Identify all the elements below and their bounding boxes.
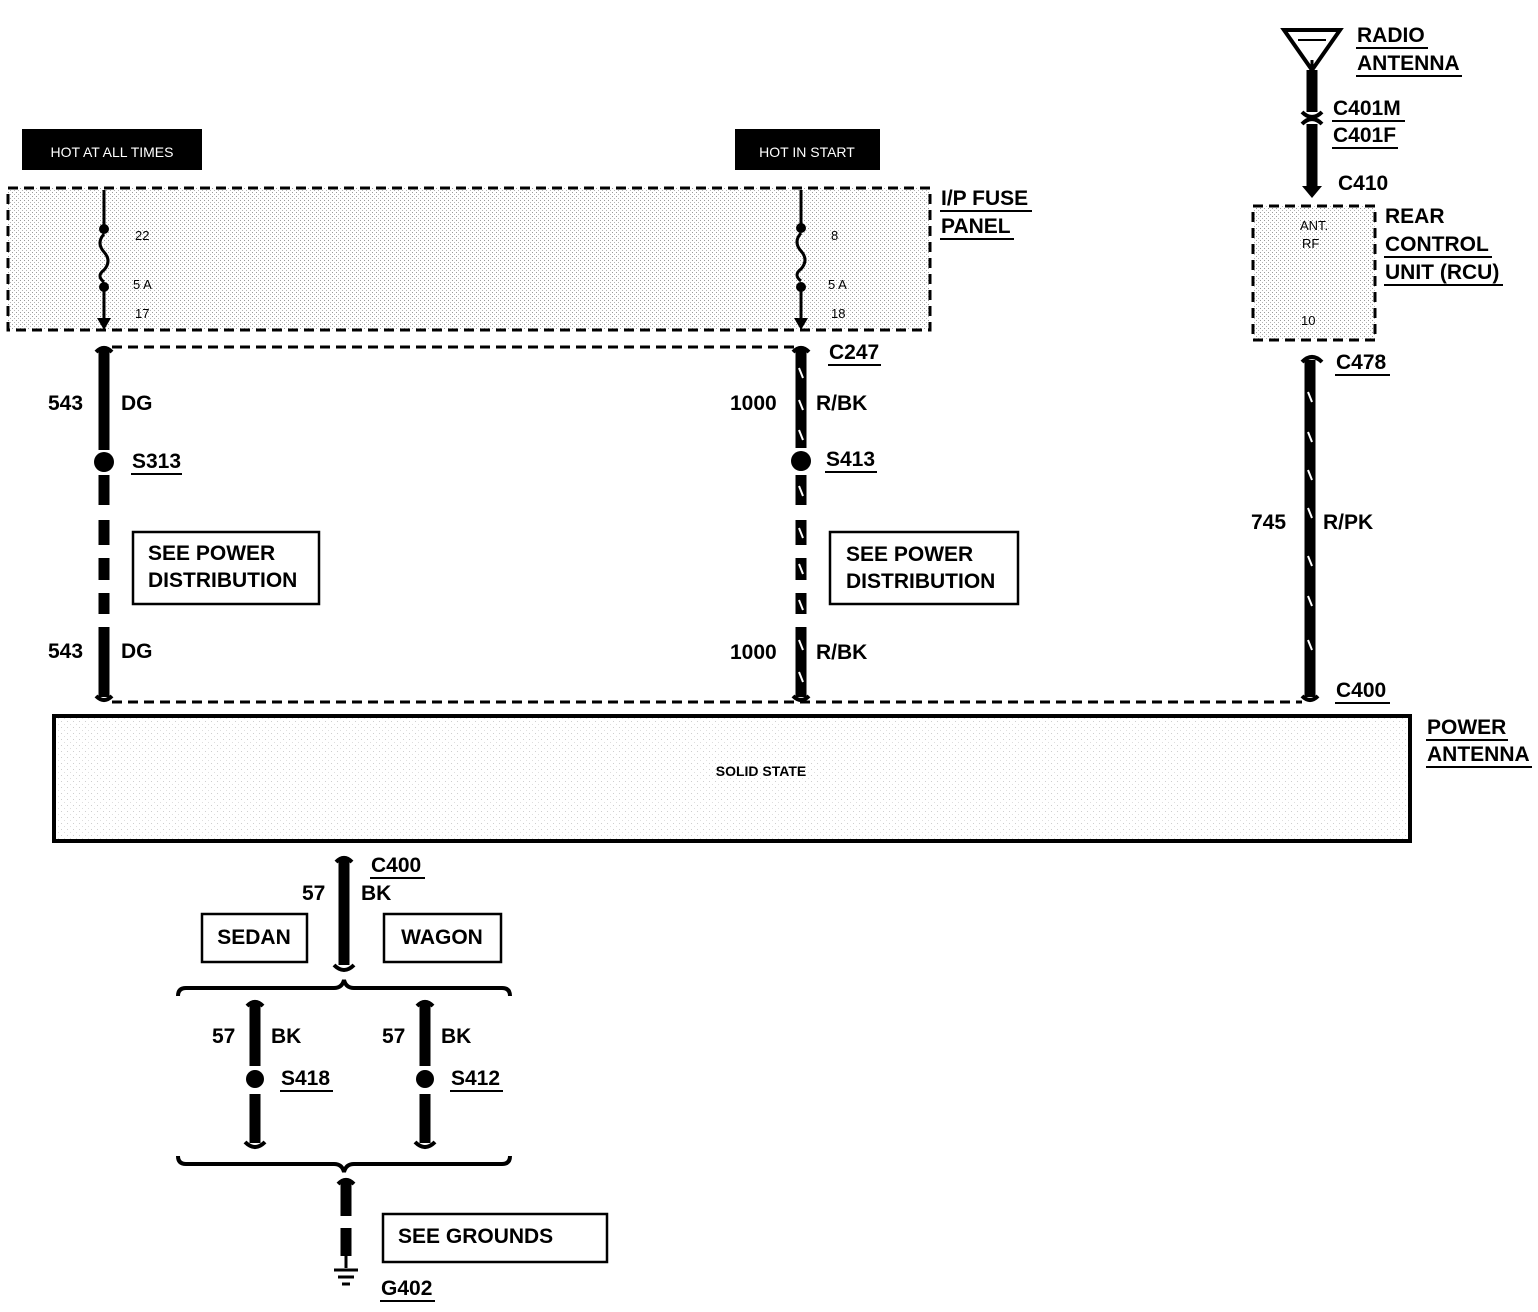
wire-1000-circuit-bottom: 1000	[730, 641, 777, 664]
splice-s313: S313	[132, 450, 181, 473]
splice-s412: S412	[451, 1067, 500, 1090]
rcu-name-line3: UNIT (RCU)	[1385, 261, 1499, 284]
option-brace-top	[176, 979, 512, 997]
connector-c400-top: C400	[1336, 679, 1386, 702]
rcu-name-line2: CONTROL	[1385, 233, 1489, 256]
fuse-8-number: 8	[831, 228, 838, 243]
rcu-pin-name-rf: RF	[1302, 236, 1319, 251]
wire-745-circuit: 745	[1251, 511, 1286, 534]
rcu-pin-name-ant: ANT.	[1300, 218, 1328, 233]
fuse-22-icon	[98, 233, 110, 284]
connector-c401m: C401M	[1333, 97, 1401, 120]
option-sedan-label: SEDAN	[217, 926, 291, 949]
wire-57-bk-main	[332, 856, 356, 972]
radio-antenna-line2: ANTENNA	[1357, 52, 1460, 75]
radio-antenna-line1: RADIO	[1357, 24, 1425, 47]
rcu-name-line1: REAR	[1385, 205, 1445, 228]
wire-1000-color-bottom: R/BK	[816, 641, 867, 664]
wire-1000-color-top: R/BK	[816, 392, 867, 415]
fuse-22-rating: 5 A	[133, 277, 152, 292]
fuse-8-pin: 18	[831, 306, 845, 321]
ground-symbol-icon	[334, 1268, 358, 1286]
wire-543-color-bottom: DG	[121, 640, 153, 663]
c401m-connector-icon	[1300, 110, 1324, 119]
rcu-pin-10: 10	[1301, 313, 1315, 328]
wire-57-circuit-main: 57	[302, 882, 325, 905]
connector-c400-bottom: C400	[371, 854, 421, 877]
option-brace-bottom	[176, 1155, 512, 1173]
see-grounds-label: SEE GROUNDS	[398, 1225, 553, 1248]
see-power-left-line2: DISTRIBUTION	[148, 569, 297, 592]
splice-s313-dot	[94, 452, 114, 472]
hot-in-start-label: HOT IN START	[759, 144, 855, 160]
see-power-right-line1: SEE POWER	[846, 543, 973, 566]
power-antenna-inner-label: SOLID STATE	[716, 763, 806, 779]
fuse-8-icon	[795, 232, 807, 283]
wire-543-color-top: DG	[121, 392, 153, 415]
connector-c478: C478	[1336, 351, 1387, 374]
wire-57-color-wagon: BK	[441, 1025, 471, 1048]
wire-57-color-main: BK	[361, 882, 391, 905]
connector-c410: C410	[1338, 172, 1388, 195]
hot-at-all-times-tag: HOT AT ALL TIMES	[22, 129, 202, 170]
fuse-8-rating: 5 A	[828, 277, 847, 292]
wire-745-rpk	[1300, 355, 1324, 702]
fuse-panel-name-line2: PANEL	[941, 215, 1011, 238]
see-grounds-box[interactable]: SEE GROUNDS	[381, 1212, 609, 1264]
option-wagon-label: WAGON	[401, 926, 483, 949]
wire-ground-lead	[336, 1178, 356, 1268]
wire-57-circuit-wagon: 57	[382, 1025, 405, 1048]
hot-in-start-tag: HOT IN START	[735, 129, 880, 170]
wire-57-bk-sedan	[243, 1000, 267, 1149]
ip-fuse-panel: 22 5 A 17 8 5 A 18	[6, 186, 932, 332]
fuse-22-number: 22	[135, 228, 149, 243]
connector-c401f: C401F	[1333, 124, 1396, 147]
fuse-22-pin: 17	[135, 306, 149, 321]
rear-control-unit: ANT. RF 10	[1251, 204, 1377, 342]
see-power-distribution-left[interactable]: SEE POWER DISTRIBUTION	[131, 530, 321, 606]
wire-543-circuit-bottom: 543	[48, 640, 83, 663]
splice-s413-dot	[791, 451, 811, 471]
wire-543-dg	[94, 346, 114, 702]
splice-s412-dot	[416, 1070, 434, 1088]
c401f-connector-icon	[1300, 117, 1324, 126]
see-power-distribution-right[interactable]: SEE POWER DISTRIBUTION	[828, 530, 1020, 606]
splice-s413: S413	[826, 448, 875, 471]
wire-745-color: R/PK	[1323, 511, 1373, 534]
wire-543-circuit-top: 543	[48, 392, 83, 415]
fuse-panel-name-line1: I/P FUSE	[941, 187, 1028, 210]
power-antenna-name-line2: ANTENNA	[1427, 743, 1530, 766]
wire-1000-circuit-top: 1000	[730, 392, 777, 415]
option-wagon-box: WAGON	[382, 912, 503, 964]
hot-at-all-times-label: HOT AT ALL TIMES	[51, 144, 174, 160]
splice-s418-dot	[246, 1070, 264, 1088]
option-sedan-box: SEDAN	[200, 912, 309, 964]
power-antenna-name-line1: POWER	[1427, 716, 1506, 739]
wire-1000-rbk	[791, 346, 811, 702]
see-power-left-line1: SEE POWER	[148, 542, 275, 565]
power-antenna-module: SOLID STATE	[52, 714, 1412, 843]
splice-s418: S418	[281, 1067, 330, 1090]
ground-g402: G402	[381, 1277, 432, 1300]
connector-c247: C247	[829, 341, 879, 364]
wire-57-circuit-sedan: 57	[212, 1025, 235, 1048]
wire-57-bk-wagon	[413, 1000, 437, 1149]
fuse-8-terminal-top	[796, 223, 806, 233]
fuse-22-terminal-top	[99, 224, 109, 234]
wire-57-color-sedan: BK	[271, 1025, 301, 1048]
see-power-right-line2: DISTRIBUTION	[846, 570, 995, 593]
